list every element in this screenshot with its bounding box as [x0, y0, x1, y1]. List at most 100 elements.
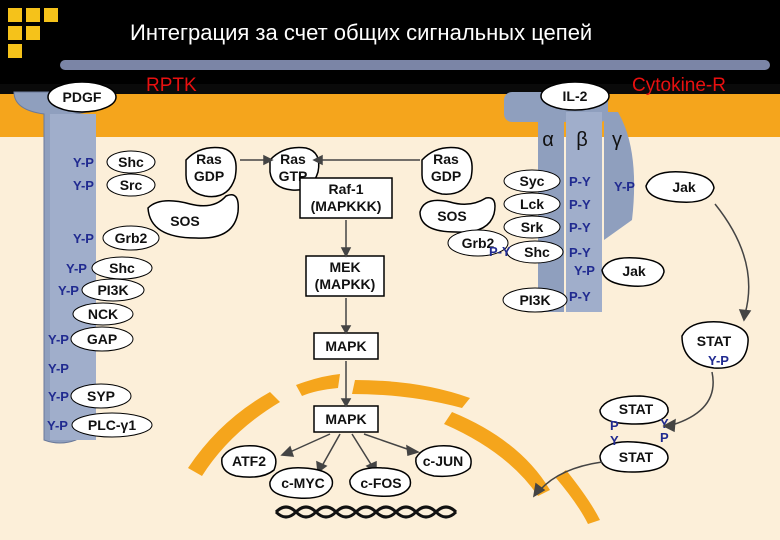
- alpha-subunit: α: [542, 129, 554, 151]
- tf-c-myc: c-MYC: [281, 475, 325, 491]
- stat-dimer-p-left: P: [610, 418, 619, 433]
- pdgf-receptor: [13, 91, 107, 444]
- ras-arrows: [240, 154, 420, 166]
- pdgf-yp-label: Y-P: [58, 283, 79, 298]
- srk-node: [503, 215, 561, 239]
- pi3k-node: [81, 278, 145, 302]
- plc-gamma1-node: [71, 412, 153, 438]
- mapk-box: [313, 332, 379, 360]
- raf1-l2: (MAPKKK): [311, 198, 382, 214]
- pdgf-ligand: [47, 81, 117, 113]
- nck-label: NCK: [88, 306, 118, 322]
- jak-bottom-label: Jak: [622, 263, 646, 279]
- srk-label: Srk: [521, 219, 544, 235]
- stat-label: STAT: [697, 333, 732, 349]
- atf2-node: [221, 445, 277, 478]
- cytokine-r-label: Cytokine-R: [632, 75, 726, 96]
- shc-node: [106, 150, 156, 174]
- beta-subunit: β: [576, 129, 588, 151]
- lck-label: Lck: [520, 196, 544, 212]
- ras-gdp-left-l1: Ras: [196, 151, 222, 167]
- shc-label: Shc: [118, 154, 144, 170]
- stat-dimer-y-left: Y: [610, 433, 619, 448]
- sos-left-label: SOS: [170, 213, 200, 229]
- nck-node: [72, 302, 134, 326]
- shc-label: Shc: [109, 260, 135, 276]
- mek-l2: (MAPKK): [315, 276, 376, 292]
- page-title: Интеграция за счет общих сигнальных цепе…: [130, 20, 592, 45]
- mapk-label: MAPK: [325, 338, 366, 354]
- il2-ligand: [540, 81, 610, 111]
- pdgf-yp-label: Y-P: [47, 418, 68, 433]
- pdgf-yp-label: Y-P: [48, 332, 69, 347]
- syc-node: [503, 169, 561, 193]
- il2-label: IL-2: [563, 88, 588, 104]
- jak-bottom-node: [601, 257, 665, 287]
- mek-l1: MEK: [329, 259, 360, 275]
- pdgf-adapter-list: Y-P Shc Y-P Src Y-P Grb2 Y-P Shc Y-P PI3…: [47, 150, 160, 438]
- lck-node: [503, 192, 561, 216]
- src-node: [106, 173, 156, 197]
- grb2-label: Grb2: [115, 230, 148, 246]
- pdgf-label: PDGF: [63, 89, 102, 105]
- sos-right-node: [419, 197, 496, 233]
- ras-gdp-left-l2: GDP: [194, 168, 224, 184]
- c-myc-node: [269, 467, 334, 499]
- jak-top-node: [645, 171, 715, 203]
- pi3k-il2-label: PI3K: [519, 292, 550, 308]
- pdgf-yp-label: Y-P: [73, 231, 94, 246]
- py-grb2-label: P-Y: [489, 244, 511, 259]
- pdgf-yp-label: Y-P: [73, 155, 94, 170]
- sos-left-node: [147, 194, 239, 239]
- py-label: P-Y: [569, 197, 591, 212]
- ras-gdp-right-l2: GDP: [431, 168, 461, 184]
- pi3k-il2-node: [502, 287, 568, 313]
- grb2-right-label: Grb2: [462, 235, 495, 251]
- tf-c-fos: c-FOS: [360, 475, 401, 491]
- plc-gamma1-label: PLC-γ1: [88, 417, 136, 433]
- ras-gdp-left-node: [185, 146, 237, 198]
- jak-stat-arrows: [532, 203, 752, 498]
- membrane-top-shadow: [0, 84, 780, 94]
- gamma-subunit: γ: [612, 129, 622, 151]
- ras-gdp-right-node: [421, 146, 473, 195]
- c-fos-node: [349, 467, 412, 498]
- c-jun-node: [415, 445, 472, 478]
- gap-label: GAP: [87, 331, 117, 347]
- grb2-right-node: [447, 229, 509, 257]
- stat-node: [681, 321, 749, 369]
- stat-dimer-y-right: Y: [660, 416, 669, 431]
- title-bar: [60, 60, 770, 70]
- plasma-membrane: [0, 93, 780, 137]
- raf1-box: [299, 177, 393, 219]
- ras-gtp-l1: Ras: [280, 151, 306, 167]
- tf-c-jun: c-JUN: [423, 453, 463, 469]
- stat-yp-label: Y-P: [708, 353, 729, 368]
- logo-squares: [8, 8, 58, 58]
- pi3k-label: PI3K: [97, 282, 128, 298]
- src-label: Src: [120, 177, 143, 193]
- stat-dimer-bottom-node: [599, 441, 669, 473]
- py-label: P-Y: [569, 289, 591, 304]
- pdgf-yp-label: Y-P: [48, 361, 69, 376]
- stat-dimer-top-node: [599, 395, 669, 425]
- shc-il2-node: [506, 240, 564, 264]
- py-label: P-Y: [569, 174, 591, 189]
- jak-top-yp: Y-P: [614, 179, 635, 194]
- rptk-label: RPTK: [146, 75, 197, 96]
- jak-top-label: Jak: [672, 179, 696, 195]
- mapk-nuclear-label: MAPK: [325, 411, 366, 427]
- raf1-l1: Raf-1: [328, 181, 363, 197]
- jak-bottom-yp: Y-P: [574, 263, 595, 278]
- pdgf-yp-label: Y-P: [73, 178, 94, 193]
- syp-node: [70, 383, 132, 409]
- ras-gdp-right-l1: Ras: [433, 151, 459, 167]
- mek-box: [305, 255, 385, 297]
- stat-dimer-top-label: STAT: [619, 401, 654, 417]
- sos-right-label: SOS: [437, 208, 467, 224]
- syp-label: SYP: [87, 388, 115, 404]
- syc-label: Syc: [520, 173, 545, 189]
- grb2-node: [102, 225, 160, 251]
